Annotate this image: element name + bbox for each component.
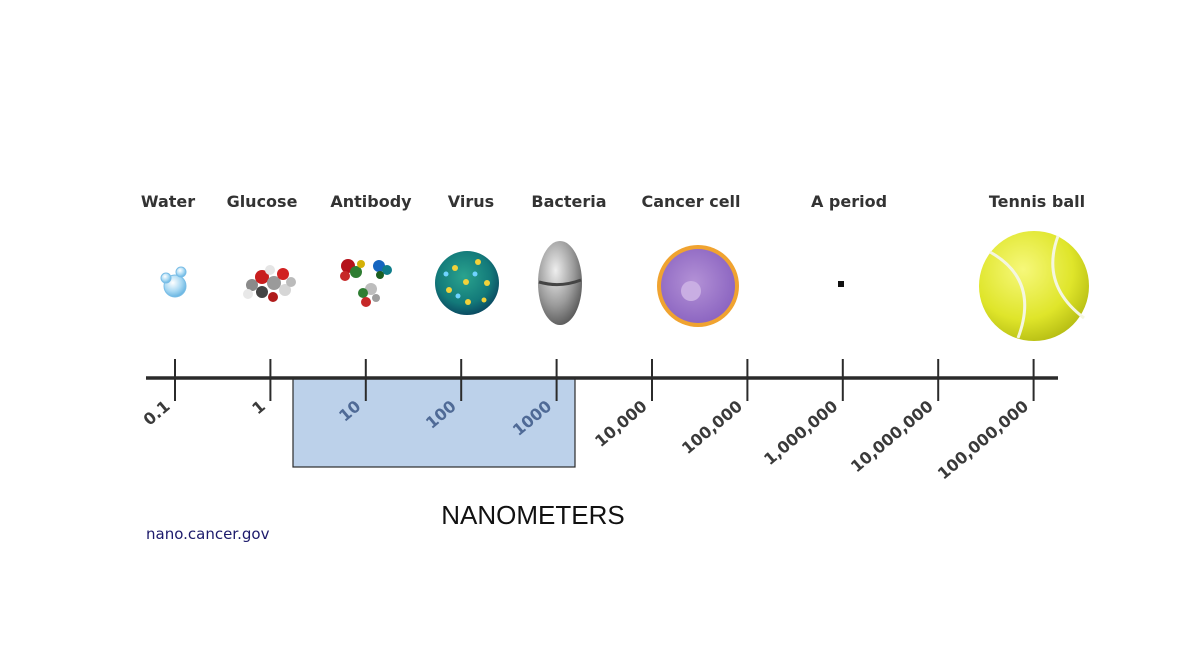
period-dot-icon [838,281,844,287]
object-label: Cancer cell [641,192,740,211]
scale-tick-label: 0.1 [140,397,174,430]
object-label: Glucose [227,192,298,211]
scale-tick-label: 100,000 [678,397,746,458]
object-labels: Water Glucose Antibody Virus Bacteria Cancer … [141,192,1085,211]
object-label: A period [811,192,887,211]
scale-tick-label: 1 [248,397,269,419]
axis-unit-label: NANOMETERS [441,500,624,530]
scale-tick-label: 1,000,000 [760,397,841,469]
scale-ticks [174,359,1035,401]
water-molecule-icon [160,266,187,298]
glucose-molecule-icon [243,265,296,302]
virus-icon [435,251,499,315]
object-label: Virus [448,192,494,211]
nanoscale-highlight-box [292,377,576,468]
scale-tick-label: 10,000,000 [847,397,937,477]
object-label: Bacteria [531,192,606,211]
tennis-ball-icon [979,231,1089,341]
bacteria-icon [538,241,582,325]
object-label: Tennis ball [989,192,1085,211]
antibody-icon [340,259,392,307]
source-credit: nano.cancer.gov [146,525,270,543]
object-label: Water [141,192,195,211]
scale-tick-label: 100,000,000 [934,397,1032,484]
cancer-cell-icon [657,245,739,327]
object-label: Antibody [330,192,412,211]
scale-tick-label: 10,000 [591,397,651,451]
